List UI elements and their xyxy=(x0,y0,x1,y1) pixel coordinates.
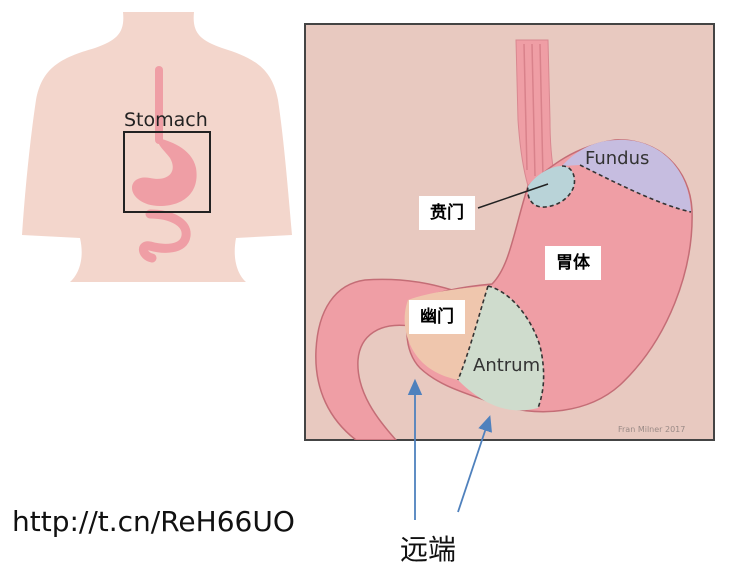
stomach-highlight-box xyxy=(123,131,211,213)
cardia-region xyxy=(527,166,575,208)
torso-stomach xyxy=(132,138,197,206)
body-region-label: 胃体 xyxy=(545,246,601,280)
fundus-region xyxy=(562,139,691,212)
antrum-region xyxy=(458,286,544,411)
fundus-label: Fundus xyxy=(585,148,649,169)
pylorus-label: 幽门 xyxy=(409,300,465,334)
torso-intestine xyxy=(139,209,191,263)
torso-silhouette xyxy=(22,12,292,282)
cardia-label: 贲门 xyxy=(419,196,475,230)
stomach-detail-panel: Fundus Antrum Fran Milner 2017 xyxy=(304,23,715,441)
distal-label: 远端 xyxy=(400,533,457,566)
distal-arrow-right xyxy=(457,415,492,513)
source-url[interactable]: http://t.cn/ReH66UO xyxy=(12,505,295,538)
antrum-label: Antrum xyxy=(473,355,540,376)
cardia-leader-line xyxy=(477,183,549,209)
credit-text: Fran Milner 2017 xyxy=(618,425,685,434)
stomach-label: Stomach xyxy=(124,109,208,131)
torso-illustration: Stomach xyxy=(22,12,292,282)
